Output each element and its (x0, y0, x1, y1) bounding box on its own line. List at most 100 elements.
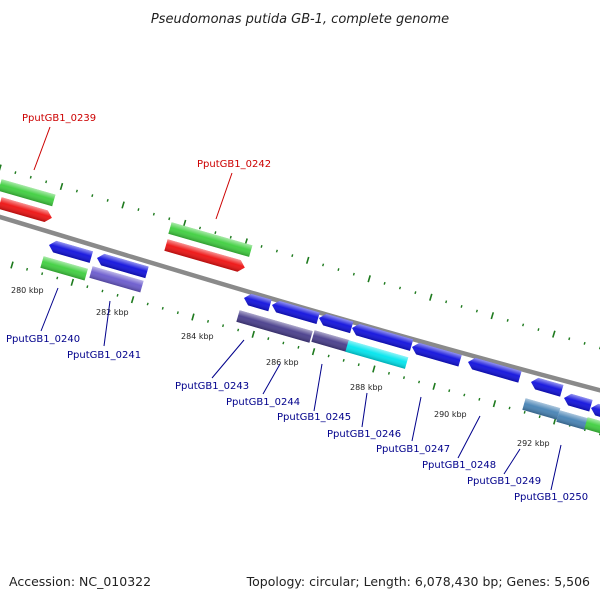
tick-mark (41, 272, 44, 276)
tick-mark (251, 330, 255, 338)
tick-mark (402, 376, 406, 380)
tick-mark (198, 226, 202, 230)
feature-blue-11[interactable] (589, 402, 600, 420)
tick-mark (478, 397, 481, 401)
gene-features (0, 179, 600, 435)
tick-mark (552, 330, 556, 338)
tick-mark (91, 194, 94, 198)
feature-violet-0241[interactable] (89, 266, 144, 293)
label-leaders (33, 126, 562, 491)
feature-blue-9[interactable] (529, 376, 564, 397)
feature-green-0240[interactable] (40, 256, 88, 281)
tick-mark (146, 302, 149, 306)
tick-mark (137, 208, 140, 211)
scale-ticks (0, 164, 600, 436)
tick-mark (475, 309, 478, 313)
genome-summary-text: Topology: circular; Length: 6,078,430 bp… (246, 574, 590, 589)
tick-mark (297, 345, 300, 349)
feature-blue-10[interactable] (562, 392, 593, 412)
feature-red-0242[interactable] (164, 239, 246, 273)
feature-dark-0245[interactable] (311, 330, 350, 352)
tick-mark (59, 182, 64, 191)
tick-mark (291, 254, 294, 258)
tick-mark (121, 201, 125, 209)
tick-mark (342, 358, 345, 362)
tick-mark (152, 212, 155, 216)
tick-mark (568, 337, 571, 341)
tick-mark (305, 256, 310, 264)
gene-label-0248[interactable]: PputGB1_0248 (422, 460, 496, 471)
feature-steel-0250[interactable] (556, 410, 589, 431)
feature-blue-7[interactable] (410, 341, 462, 367)
tick-mark (70, 278, 75, 286)
tick-mark (161, 306, 164, 310)
tick-mark (260, 245, 263, 248)
tick-mark (10, 261, 14, 269)
gene-label-0243[interactable]: PputGB1_0243 (175, 381, 249, 392)
tick-mark (275, 249, 278, 253)
gene-label-0249[interactable]: PputGB1_0249 (467, 476, 541, 487)
tick-mark (508, 406, 511, 410)
tick-mark (537, 328, 540, 331)
tick-mark (583, 341, 586, 345)
tick-mark (322, 263, 325, 267)
feature-green-0242[interactable] (168, 222, 253, 257)
gene-label-0244[interactable]: PputGB1_0244 (226, 397, 300, 408)
tick-mark (86, 285, 89, 289)
tick-mark (176, 311, 179, 315)
tick-mark (429, 293, 433, 301)
tick-mark (506, 318, 509, 322)
tick-mark (387, 371, 390, 375)
feature-blue-1[interactable] (47, 239, 93, 263)
tick-mark (463, 393, 466, 397)
tick-mark (448, 389, 451, 393)
feature-blue-2[interactable] (95, 252, 149, 279)
tick-mark (523, 410, 526, 414)
gene-label-0239[interactable]: PputGB1_0239 (22, 113, 96, 124)
feature-blue-3[interactable] (242, 292, 272, 312)
tick-mark (492, 400, 497, 408)
scale-label: 280 kbp (11, 286, 44, 295)
feature-blue-8[interactable] (466, 356, 522, 383)
tick-mark (445, 300, 448, 304)
gene-label-0240[interactable]: PputGB1_0240 (6, 334, 80, 345)
tick-mark (168, 217, 171, 221)
tick-mark (538, 415, 541, 419)
tick-mark (311, 348, 316, 356)
scale-label: 292 kbp (517, 439, 550, 448)
tick-mark (522, 323, 525, 327)
feature-blue-4[interactable] (270, 299, 320, 324)
tick-mark (130, 296, 135, 304)
map-title: Pseudomonas putida GB-1, complete genome (151, 12, 449, 27)
feature-green-0239[interactable] (0, 179, 56, 207)
tick-mark (214, 231, 217, 235)
tick-mark (0, 164, 2, 171)
gene-labels: PputGB1_0239 PputGB1_0242 PputGB1_0240 P… (6, 113, 588, 503)
feature-blue-5[interactable] (317, 312, 354, 334)
tick-mark (182, 219, 187, 227)
tick-mark (327, 354, 330, 358)
feature-dark-0243[interactable] (236, 310, 313, 343)
feature-green-0251[interactable] (584, 417, 600, 435)
tick-mark (206, 319, 210, 323)
gene-label-0247[interactable]: PputGB1_0247 (376, 444, 450, 455)
gene-label-0241[interactable]: PputGB1_0241 (67, 350, 141, 361)
feature-cyan-0246[interactable] (345, 340, 409, 369)
tick-mark (367, 275, 371, 283)
genome-backbone (0, 214, 600, 393)
gene-label-0246[interactable]: PputGB1_0246 (327, 429, 401, 440)
gene-label-0250[interactable]: PputGB1_0250 (514, 492, 588, 503)
tick-mark (267, 337, 270, 341)
gene-label-0245[interactable]: PputGB1_0245 (277, 412, 351, 423)
feature-blue-6[interactable] (350, 322, 414, 351)
feature-red-0239[interactable] (0, 197, 54, 223)
tick-mark (237, 328, 240, 332)
scale-label: 284 kbp (181, 332, 214, 341)
scale-label: 282 kbp (96, 308, 129, 317)
tick-mark (357, 363, 360, 367)
gene-label-0242[interactable]: PputGB1_0242 (197, 159, 271, 170)
tick-mark (191, 313, 195, 321)
feature-steel-0249[interactable] (522, 398, 561, 420)
scale-labels: 280 kbp 282 kbp 284 kbp 286 kbp 288 kbp … (11, 286, 550, 448)
